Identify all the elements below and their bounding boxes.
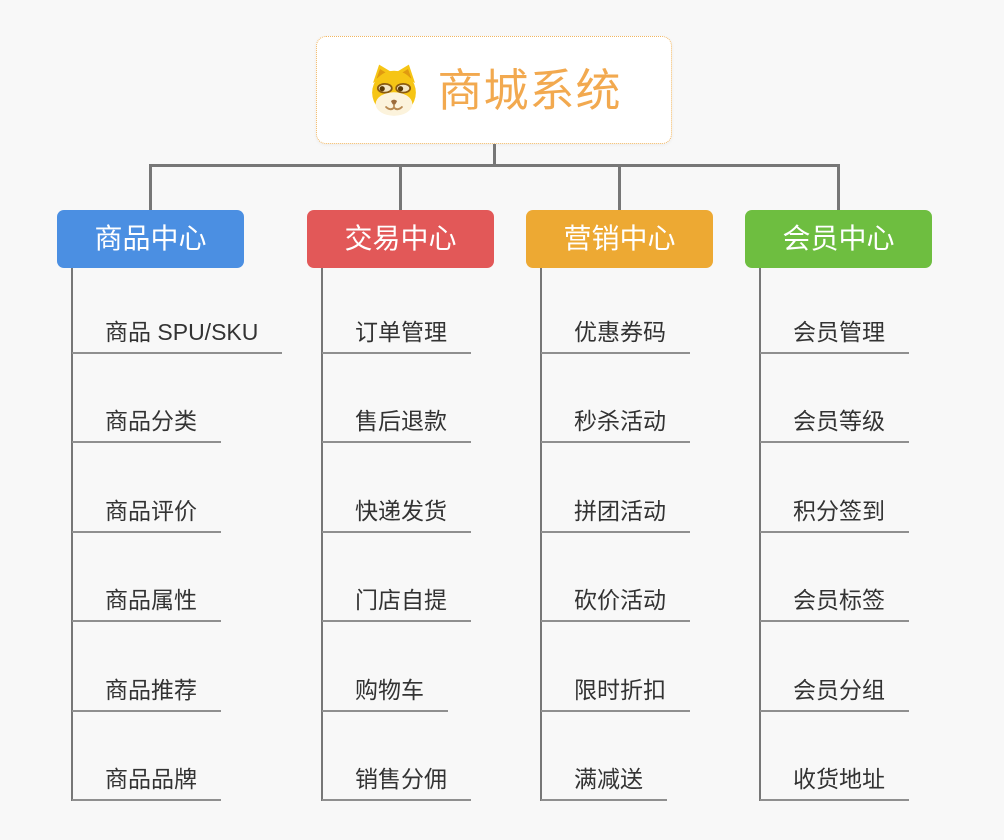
leaf-label: 拼团活动	[574, 498, 666, 524]
leaf-node[interactable]: 商品推荐	[72, 666, 221, 712]
leaf-label: 秒杀活动	[574, 408, 666, 434]
leaf-label: 订单管理	[355, 319, 447, 345]
doge-icon	[366, 62, 422, 118]
leaf-label: 优惠券码	[574, 319, 666, 345]
leaf-label: 收货地址	[793, 766, 885, 792]
leaf-label: 会员标签	[793, 587, 885, 613]
root-stub-line	[492, 144, 496, 164]
branch-label: 会员中心	[782, 223, 895, 254]
leaf-label: 商品属性	[105, 587, 197, 613]
leaf-node[interactable]: 销售分佣	[322, 755, 471, 801]
leaf-node[interactable]: 商品属性	[72, 576, 221, 622]
root-node[interactable]: 商城系统	[316, 36, 672, 144]
branch-label: 营销中心	[563, 223, 676, 254]
leaf-label: 会员管理	[793, 319, 885, 345]
leaf-label: 限时折扣	[574, 677, 666, 703]
branch-node-2[interactable]: 营销中心	[526, 210, 713, 268]
leaf-label: 商品推荐	[105, 677, 197, 703]
leaf-node[interactable]: 积分签到	[760, 487, 909, 533]
drop-line	[618, 167, 621, 210]
leaf-label: 会员等级	[793, 408, 885, 434]
trunk-line	[540, 268, 542, 801]
root-title: 商城系统	[437, 64, 622, 116]
trunk-line	[71, 268, 73, 801]
leaf-node[interactable]: 限时折扣	[541, 666, 690, 712]
leaf-node[interactable]: 商品 SPU/SKU	[72, 308, 283, 354]
drop-line	[399, 167, 402, 210]
leaf-node[interactable]: 会员分组	[760, 666, 909, 712]
leaf-node[interactable]: 商品品牌	[72, 755, 221, 801]
leaf-label: 砍价活动	[574, 587, 666, 613]
leaf-node[interactable]: 购物车	[322, 666, 448, 712]
leaf-node[interactable]: 会员管理	[760, 308, 909, 354]
leaf-node[interactable]: 会员标签	[760, 576, 909, 622]
branch-node-3[interactable]: 会员中心	[745, 210, 932, 268]
leaf-node[interactable]: 砍价活动	[541, 576, 690, 622]
leaf-label: 商品 SPU/SKU	[105, 319, 259, 345]
leaf-node[interactable]: 秒杀活动	[541, 397, 690, 443]
leaf-label: 商品评价	[105, 498, 197, 524]
branch-label: 商品中心	[94, 223, 207, 254]
leaf-node[interactable]: 快递发货	[322, 487, 471, 533]
leaf-node[interactable]: 订单管理	[322, 308, 471, 354]
branch-node-0[interactable]: 商品中心	[57, 210, 244, 268]
leaf-node[interactable]: 收货地址	[760, 755, 909, 801]
drop-line	[837, 167, 840, 210]
trunk-line	[759, 268, 761, 801]
leaf-label: 快递发货	[355, 498, 447, 524]
leaf-label: 售后退款	[355, 408, 447, 434]
leaf-label: 商品品牌	[105, 766, 197, 792]
trunk-line	[321, 268, 323, 801]
leaf-node[interactable]: 会员等级	[760, 397, 909, 443]
branch-label: 交易中心	[344, 223, 457, 254]
leaf-node[interactable]: 商品评价	[72, 487, 221, 533]
leaf-label: 积分签到	[793, 498, 885, 524]
leaf-node[interactable]: 优惠券码	[541, 308, 690, 354]
leaf-label: 商品分类	[105, 408, 197, 434]
leaf-label: 购物车	[355, 677, 424, 703]
leaf-node[interactable]: 拼团活动	[541, 487, 690, 533]
leaf-node[interactable]: 商品分类	[72, 397, 221, 443]
branch-node-1[interactable]: 交易中心	[307, 210, 494, 268]
leaf-node[interactable]: 门店自提	[322, 576, 471, 622]
leaf-label: 满减送	[574, 766, 643, 792]
leaf-label: 会员分组	[793, 677, 885, 703]
leaf-label: 门店自提	[355, 587, 447, 613]
leaf-node[interactable]: 售后退款	[322, 397, 471, 443]
leaf-node[interactable]: 满减送	[541, 755, 667, 801]
leaf-label: 销售分佣	[355, 766, 447, 792]
bus-line	[149, 164, 840, 167]
drop-line	[149, 167, 152, 210]
